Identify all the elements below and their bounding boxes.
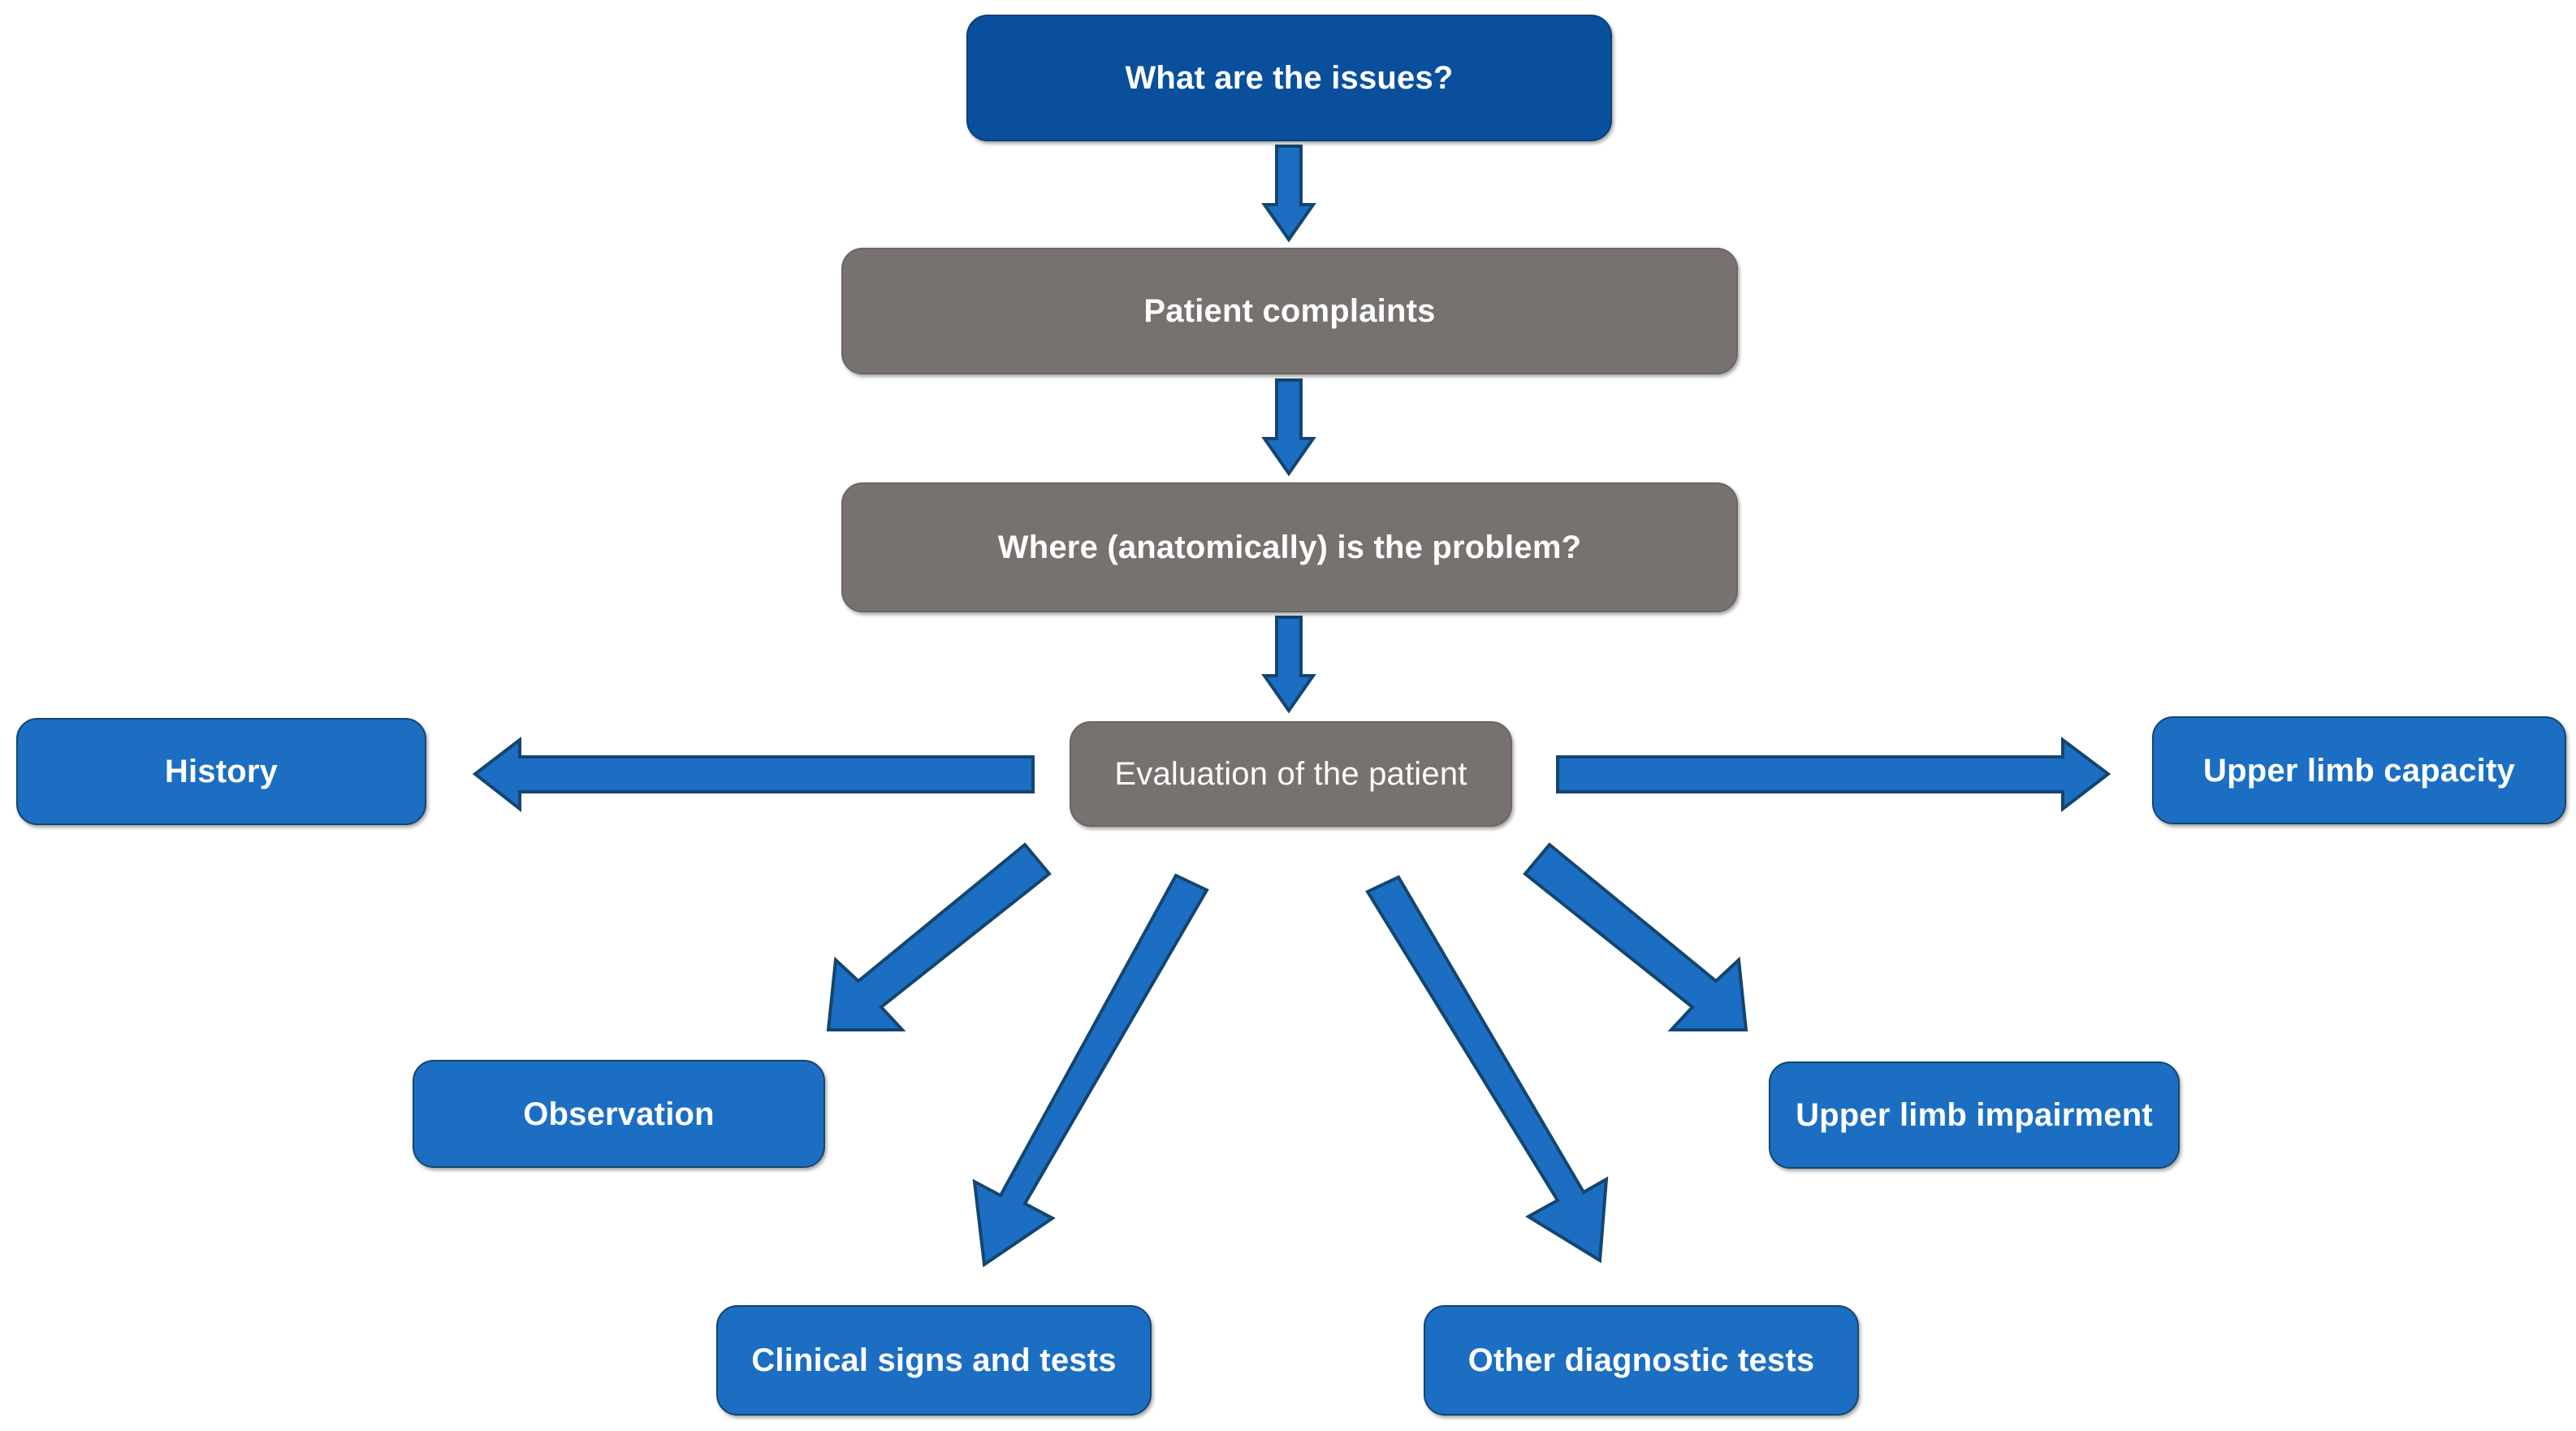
- arrow-evaluation-to-other-diagnostic: [1365, 875, 1609, 1264]
- node-what-are-the-issues[interactable]: What are the issues?: [966, 15, 1612, 141]
- node-where-is-the-problem[interactable]: Where (anatomically) is the problem?: [841, 482, 1738, 612]
- node-label: Where (anatomically) is the problem?: [997, 530, 1582, 565]
- node-patient-complaints[interactable]: Patient complaints: [841, 248, 1738, 374]
- node-label: History: [164, 754, 279, 789]
- arrow-complaints-to-where: [1261, 378, 1316, 477]
- arrow-evaluation-to-clinical-signs: [972, 873, 1209, 1268]
- arrow-where-to-evaluation: [1261, 616, 1316, 714]
- node-label: Clinical signs and tests: [751, 1342, 1117, 1378]
- arrow-evaluation-to-ul-capacity: [1556, 737, 2111, 813]
- node-label: Evaluation of the patient: [1114, 756, 1467, 792]
- arrow-evaluation-to-history: [472, 736, 1035, 813]
- arrow-evaluation-to-observation: [826, 842, 1052, 1031]
- node-upper-limb-capacity[interactable]: Upper limb capacity: [2152, 716, 2566, 824]
- node-label: Other diagnostic tests: [1467, 1342, 1815, 1378]
- node-label: Patient complaints: [1143, 293, 1436, 329]
- node-clinical-signs-and-tests[interactable]: Clinical signs and tests: [716, 1305, 1152, 1416]
- node-other-diagnostic-tests[interactable]: Other diagnostic tests: [1424, 1305, 1859, 1416]
- node-observation[interactable]: Observation: [413, 1060, 825, 1168]
- arrow-issues-to-complaints: [1261, 145, 1316, 243]
- arrow-evaluation-to-ul-impairment: [1523, 842, 1748, 1031]
- node-label: Observation: [523, 1096, 715, 1132]
- node-label: What are the issues?: [1125, 60, 1454, 96]
- node-history[interactable]: History: [16, 718, 426, 825]
- node-label: Upper limb impairment: [1796, 1097, 2153, 1133]
- node-label: Upper limb capacity: [2203, 752, 2515, 789]
- node-evaluation-of-the-patient[interactable]: Evaluation of the patient: [1070, 721, 1512, 827]
- node-upper-limb-impairment[interactable]: Upper limb impairment: [1769, 1061, 2180, 1169]
